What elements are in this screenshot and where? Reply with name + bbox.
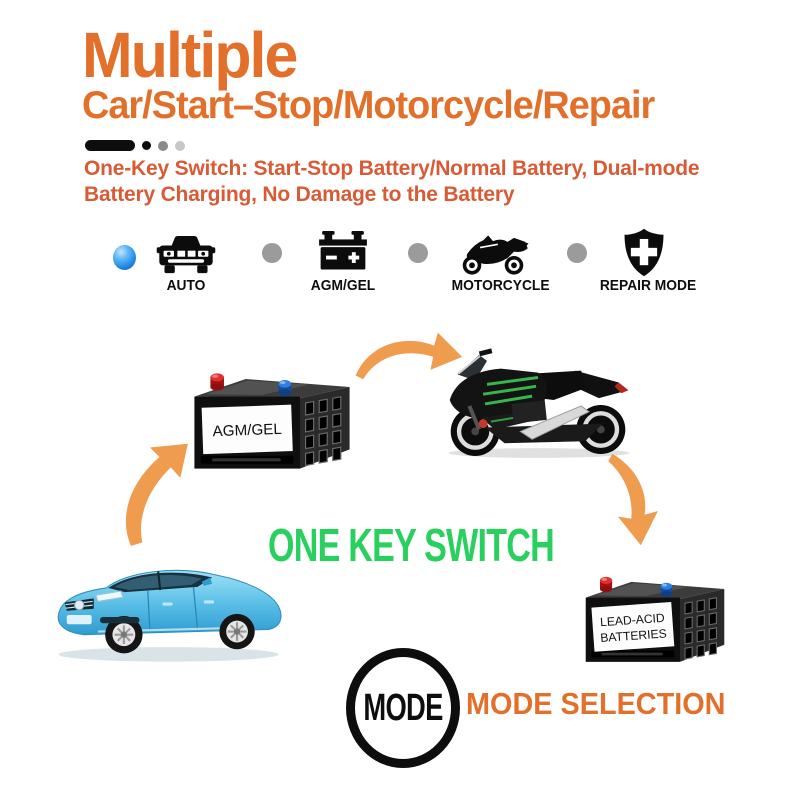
car-front-icon <box>155 234 217 276</box>
red-terminal <box>600 576 613 593</box>
blue-terminal <box>278 379 292 396</box>
agm-battery-label: AGM/GEL <box>212 421 282 440</box>
battery-icon <box>316 229 370 273</box>
mode-label-motorcycle: MOTORCYCLE <box>451 277 550 294</box>
page-title: Multiple <box>82 19 298 91</box>
car-illustration <box>46 538 290 668</box>
selected-mode-dot <box>113 245 136 270</box>
feature-description-line1: One-Key Switch: Start-Stop Battery/Norma… <box>84 157 700 180</box>
lead-battery-label-line2: BATTERIES <box>600 626 667 645</box>
mode-dot-2 <box>408 243 428 263</box>
shield-plus-icon <box>622 227 666 278</box>
feature-description-line2: Battery Charging, No Damage to the Batte… <box>84 182 515 206</box>
red-terminal <box>210 373 224 391</box>
pager-dot-3 <box>175 140 185 151</box>
arrow-car-to-battery-icon <box>114 434 204 552</box>
motorcycle-icon <box>454 233 532 275</box>
mode-button-label: MODE <box>363 686 443 729</box>
arrow-motorcycle-to-battery-icon <box>598 450 676 550</box>
feature-description: One-Key Switch: Start-Stop Battery/Norma… <box>84 156 724 207</box>
pager-dot-2 <box>158 140 168 151</box>
mode-label-auto: AUTO <box>166 277 206 294</box>
pager-indicator <box>85 140 185 151</box>
mode-dot-1 <box>262 243 282 263</box>
agm-battery-illustration: AGM/GEL <box>188 346 356 484</box>
arrow-battery-to-motorcycle-icon <box>352 326 464 384</box>
page-subtitle: Car/Start–Stop/Motorcycle/Repair <box>82 84 655 127</box>
mode-label-agm-gel: AGM/GEL <box>310 277 376 294</box>
mode-button: MODE <box>346 648 460 768</box>
motorcycle-illustration <box>436 344 642 462</box>
one-key-switch-text: ONE KEY SWITCH <box>268 519 555 571</box>
lead-acid-battery-illustration: LEAD-ACID BATTERIES <box>580 543 730 685</box>
mode-label-repair-mode: REPAIR MODE <box>599 277 697 294</box>
mode-dot-3 <box>567 243 587 263</box>
pager-dot-1 <box>142 141 151 150</box>
mode-selection-caption: MODE SELECTION <box>466 686 726 721</box>
blue-terminal <box>660 582 673 597</box>
lead-battery-label-line1: LEAD-ACID <box>600 611 666 629</box>
pager-bar <box>85 140 135 151</box>
